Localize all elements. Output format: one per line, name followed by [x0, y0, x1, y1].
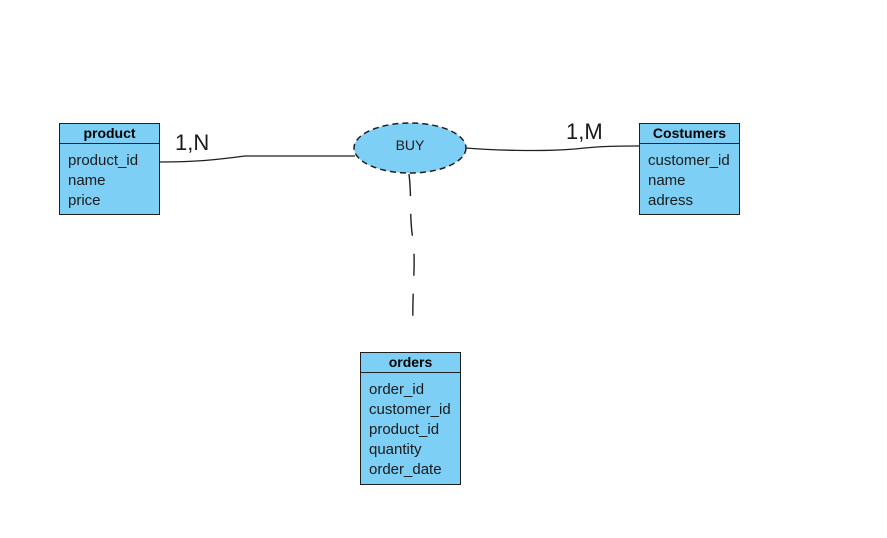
orders-attribute-list: order_id customer_id product_id quantity… — [361, 373, 460, 480]
buy-customers-line — [465, 145, 641, 152]
orders-entity[interactable]: orders order_id customer_id product_id q… — [360, 352, 461, 485]
customers-attribute: customer_id — [648, 152, 730, 169]
orders-attribute: order_date — [369, 461, 442, 478]
buy-relationship-label: BUY — [395, 137, 425, 153]
product-entity[interactable]: product product_id name price — [59, 123, 160, 215]
buy-orders-dashed-line — [408, 173, 415, 327]
customers-cardinality: 1,M — [566, 119, 603, 144]
customers-entity[interactable]: Costumers customer_id name adress — [639, 123, 740, 215]
product-attribute: price — [68, 192, 101, 209]
orders-attribute: order_id — [369, 381, 425, 398]
customers-entity-title: Costumers — [640, 124, 739, 144]
product-attribute-list: product_id name price — [60, 144, 159, 211]
product-attribute: product_id — [68, 152, 139, 169]
orders-attribute: customer_id — [369, 401, 451, 418]
product-buy-line — [159, 155, 355, 163]
customers-attribute: name — [648, 172, 686, 189]
orders-attribute: product_id — [369, 421, 440, 438]
orders-attribute: quantity — [369, 441, 422, 458]
orders-entity-title: orders — [361, 353, 460, 373]
product-cardinality: 1,N — [175, 130, 210, 155]
product-attribute: name — [68, 172, 106, 189]
customers-attribute-list: customer_id name adress — [640, 144, 739, 211]
product-entity-title: product — [60, 124, 159, 144]
customers-attribute: adress — [648, 192, 694, 209]
